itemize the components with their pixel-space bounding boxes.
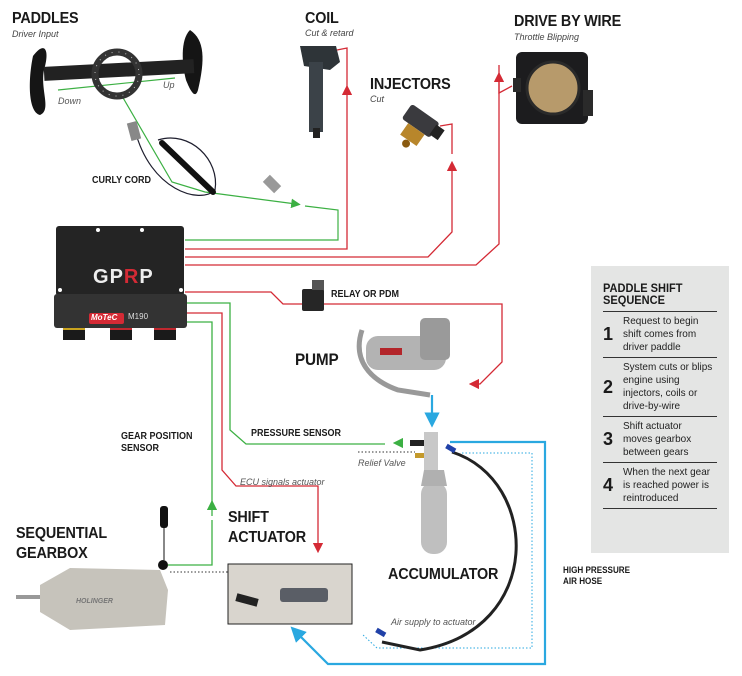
ecu-signal-label: ECU signals actuator (240, 477, 325, 487)
step-text: When the next gear is reached power is r… (623, 466, 711, 504)
coil-title: COIL (305, 10, 339, 27)
step-number: 4 (603, 475, 614, 495)
paddles-subtitle: Driver Input (12, 29, 59, 39)
throttle-body-image (513, 52, 593, 124)
pressure-sensor-label: PRESSURE SENSOR (251, 428, 342, 439)
power-wires (185, 47, 513, 554)
sequence-step: 2 System cuts or blips engine using inje… (603, 357, 717, 416)
air-supply-label: Air supply to actuator (391, 617, 476, 627)
ecu-brand: MoTeC (91, 313, 118, 322)
step-text: System cuts or blips engine using inject… (623, 361, 713, 412)
drive-by-wire-subtitle: Throttle Blipping (514, 32, 580, 42)
sensor-wires (168, 302, 404, 566)
hose-fitting (375, 627, 387, 638)
ecu-logo-letter: G (93, 266, 110, 288)
sequence-title: PADDLE SHIFT SEQUENCE (603, 281, 683, 307)
sequence-step: 1 Request to begin shift comes from driv… (603, 311, 717, 357)
gearbox-title: SEQUENTIAL GEARBOX (16, 525, 108, 562)
grey-dotted-lines (170, 451, 415, 573)
step-number: 1 (603, 324, 614, 344)
shift-actuator-title: SHIFT ACTUATOR (228, 509, 307, 546)
step-number: 3 (603, 429, 614, 449)
ecu-logo-letter: P (109, 266, 124, 288)
injector-image (400, 104, 445, 148)
pump-image (356, 318, 450, 398)
coil-subtitle: Cut & retard (305, 28, 354, 38)
ecu-logo: GPRP (93, 266, 154, 289)
gear-position-sensor-label: GEAR POSITION SENSOR (121, 431, 193, 454)
paddle-signal-wire (57, 77, 339, 241)
pump-title: PUMP (295, 350, 339, 369)
accumulator-image (410, 432, 447, 554)
ecu-logo-letter: P (139, 266, 154, 288)
gearbox-image (16, 506, 168, 630)
ecu-logo-letter: R (123, 266, 140, 288)
sequence-step: 4 When the next gear is reached power is… (603, 462, 717, 509)
step-number: 2 (603, 376, 614, 397)
paddle-up-label: Up (163, 80, 175, 90)
relief-valve-label: Relief Valve (358, 458, 406, 468)
gearbox-brand: HOLINGER (76, 598, 113, 605)
hose-fitting (445, 443, 457, 454)
paddle-down-label: Down (58, 96, 82, 106)
air-hose-label: HIGH PRESSURE AIR HOSE (563, 565, 631, 586)
shift-actuator-image (227, 563, 353, 625)
ecu-model: M190 (128, 312, 149, 321)
relay-label: RELAY OR PDM (331, 289, 400, 300)
sequence-step: 3 Shift actuator moves gearbox between g… (603, 416, 717, 462)
drive-by-wire-title: DRIVE BY WIRE (514, 13, 622, 30)
paddles-title: PADDLES (12, 10, 79, 27)
step-text: Shift actuator moves gearbox between gea… (623, 420, 692, 458)
curly-cord-image (126, 121, 282, 196)
paddle-shift-sequence-panel: PADDLE SHIFT SEQUENCE 1 Request to begin… (591, 266, 729, 553)
coil-image (300, 46, 340, 138)
injectors-title: INJECTORS (370, 76, 451, 93)
air-lines (290, 395, 547, 666)
air-hose-image (381, 450, 518, 652)
curly-cord-label: CURLY CORD (92, 175, 152, 186)
paddles-image (29, 30, 203, 115)
accumulator-title: ACCUMULATOR (388, 566, 499, 583)
relay-image (302, 280, 324, 311)
step-text: Request to begin shift comes from driver… (623, 315, 699, 353)
dotted-lines (361, 452, 533, 649)
injectors-subtitle: Cut (370, 94, 385, 104)
ecu-image (54, 226, 187, 340)
sequence-list: 1 Request to begin shift comes from driv… (603, 311, 717, 509)
